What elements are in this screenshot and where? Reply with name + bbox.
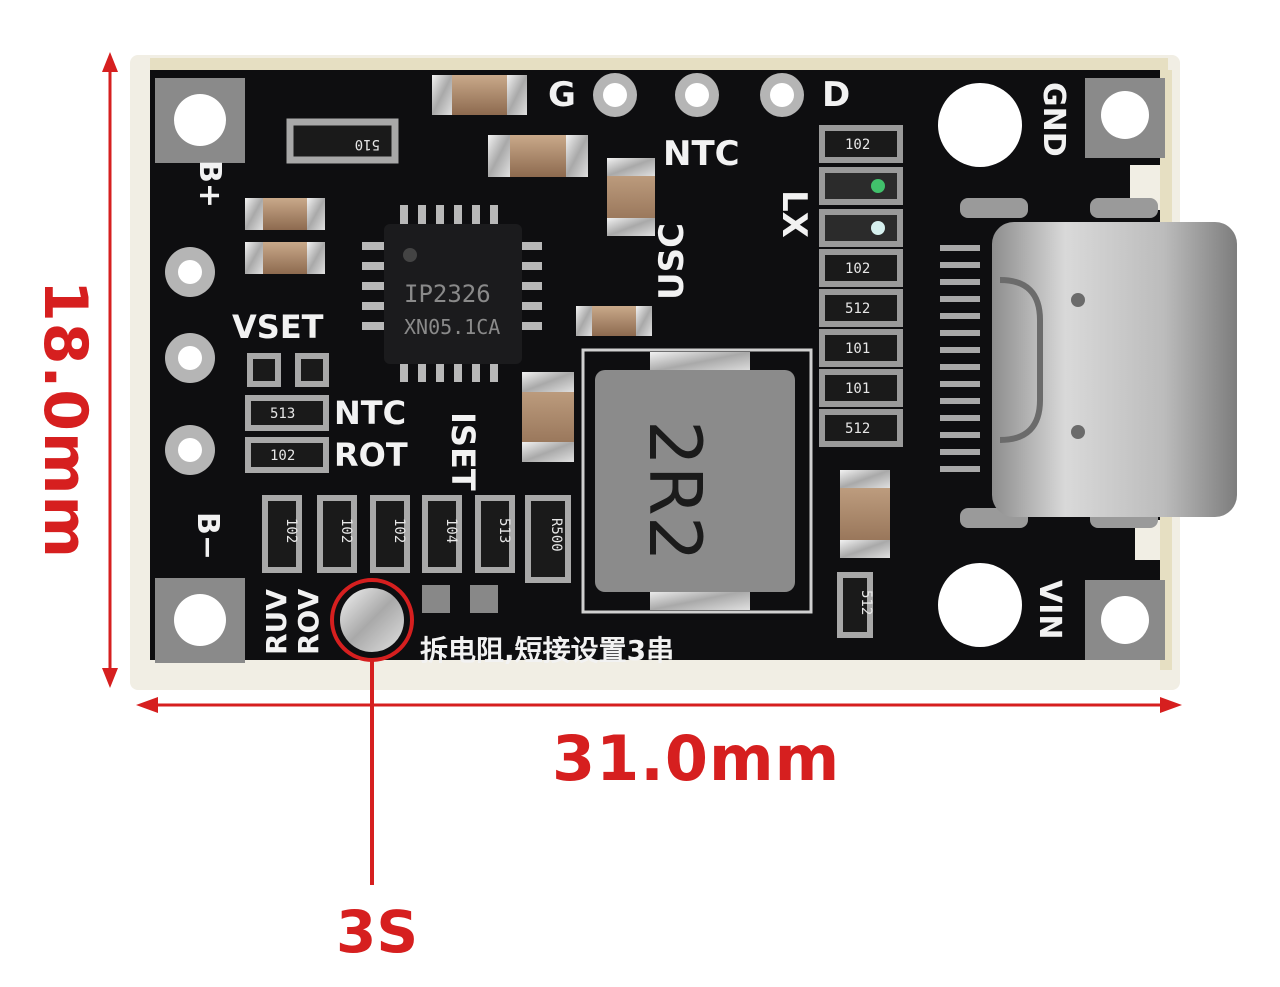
- label-rot: ROT: [334, 436, 408, 474]
- label-bottom-note: 拆电阻,短接设置3串: [420, 634, 674, 667]
- res-513b: 513: [496, 518, 512, 543]
- label-d: D: [822, 75, 850, 115]
- label-ntc-left: NTC: [334, 394, 406, 432]
- inductor: [581, 348, 813, 614]
- label-b-plus: B+: [192, 160, 227, 208]
- component-markings: IP2326 XN05.1CA 2R2: [404, 280, 717, 562]
- res-104: 104: [443, 518, 459, 543]
- silkscreen-text: G D NTC GND VIN B+ B− VSET NTC ROT ISET …: [190, 75, 1071, 667]
- inductor-marking: 2R2: [633, 420, 717, 562]
- dimension-arrows: [102, 52, 1182, 713]
- label-ntc-top: NTC: [663, 134, 740, 174]
- solder-jumper-3s: [330, 578, 414, 885]
- capacitors: [245, 75, 890, 558]
- res-101a: 101: [845, 341, 870, 357]
- res-102b: 102: [845, 261, 870, 277]
- resistor-column: [819, 125, 903, 447]
- res-512a: 512: [845, 301, 870, 317]
- label-usc: USC: [652, 223, 692, 300]
- res-102c: 102: [270, 448, 295, 464]
- width-dimension-label: 31.0mm: [552, 722, 841, 795]
- res-102f: 102: [391, 518, 407, 543]
- label-g: G: [548, 75, 576, 115]
- chip-code: XN05.1CA: [404, 315, 500, 339]
- label-gnd: GND: [1036, 82, 1071, 157]
- res-101b: 101: [845, 381, 870, 397]
- resistors-misc: [245, 118, 873, 638]
- label-rov: ROV: [292, 588, 325, 655]
- ic-chip: [362, 205, 542, 382]
- label-lx: LX: [774, 190, 814, 238]
- res-512c: 512: [858, 590, 874, 615]
- pin-callout-label: 3S: [336, 898, 419, 966]
- left-pins: [165, 247, 215, 475]
- res-r500: R500: [548, 518, 564, 552]
- top-pins: [593, 73, 804, 117]
- res-102a: 102: [845, 137, 870, 153]
- label-vset: VSET: [232, 308, 324, 346]
- label-vin: VIN: [1032, 580, 1067, 640]
- label-b-minus: B−: [190, 512, 225, 560]
- height-dimension-label: 18.0mm: [30, 280, 100, 560]
- resistor-codes: 510 102 102 512 101 101 512 513 102 102 …: [270, 136, 874, 615]
- res-513: 513: [270, 406, 295, 422]
- label-iset: ISET: [444, 412, 482, 491]
- res-102d: 102: [283, 518, 299, 543]
- res-512b: 512: [845, 421, 870, 437]
- res-102e: 102: [338, 518, 354, 543]
- res-510: 510: [355, 136, 380, 152]
- chip-part: IP2326: [404, 280, 491, 308]
- mounting-holes: [155, 78, 1165, 663]
- label-ruv: RUV: [260, 589, 293, 655]
- usb-c-port: [940, 198, 1237, 528]
